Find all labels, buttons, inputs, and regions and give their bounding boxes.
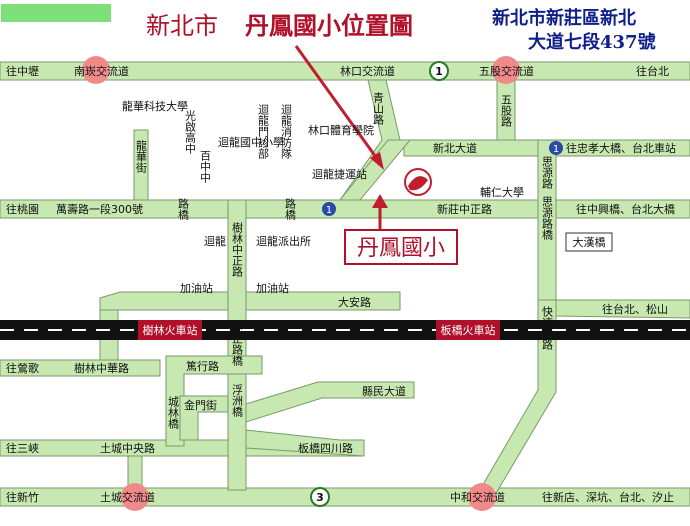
linkou-ic-label: 林口交流道 — [340, 64, 395, 78]
title-black: 新北市 — [146, 12, 218, 40]
shulin-zhongzheng-band — [227, 199, 247, 491]
longhua-uni-label: 龍華科技大學 — [122, 99, 188, 113]
huilong-label: 迴龍 — [204, 234, 226, 248]
address-line2: 大道七段437號 — [528, 31, 656, 53]
banqiao-sichuan-label: 板橋四川路 — [298, 441, 353, 455]
huilong-fire-label: 迴龍消防隊 — [280, 103, 293, 159]
to-taipei-label: 往台北 — [636, 64, 669, 78]
anhe-label: 大安路 — [338, 295, 371, 309]
zhongzheng-bridge-label: 路橋 — [177, 198, 190, 221]
tucheng-ic-label: 土城交流道 — [100, 490, 155, 504]
futu-bridge-label: 浮洲橋 — [231, 384, 244, 418]
to-yingge-label: 往鶯歌 — [6, 361, 39, 375]
tucheng-ic-marker — [121, 483, 149, 511]
to-zhongxiao-label: 往忠孝大橋、台北車站 — [566, 141, 676, 155]
address-line1: 新北市新莊區新北 — [492, 7, 636, 29]
to-taipei-songshan-label: 往台北、松山 — [602, 302, 668, 316]
zhuxing-road-label: 篤行路 — [186, 359, 219, 373]
prov-1-shield — [322, 202, 336, 216]
wanshou-label: 萬壽路一段300號 — [56, 202, 143, 216]
nankan-ic-marker — [82, 56, 110, 84]
kuaisu-road-label: 快速道路 — [541, 306, 554, 351]
rail-bridge-label: 中正路橋 — [231, 322, 244, 367]
xianmin-label: 縣民大道 — [362, 384, 406, 398]
shulin-station-box — [138, 320, 202, 340]
huilong-mrt-label: 迴龍捷運站 — [312, 167, 367, 181]
title-red: 丹鳳國小位置圖 — [245, 11, 413, 40]
siyuan-bridge-label: 思源路橋 — [541, 196, 554, 241]
linkou-stadium-label: 林口體育學院 — [308, 123, 374, 137]
banqiao-sichuan-band — [245, 429, 365, 457]
prov-1b-shield — [549, 141, 563, 155]
freeway-1-label: 1 — [435, 65, 443, 78]
guangrong-hs-label: 光啟高中 — [184, 109, 197, 154]
prov-1b-label: 1 — [553, 144, 559, 155]
shulin-zhonghua-label: 樹林中華路 — [74, 361, 129, 375]
callout-box — [344, 229, 458, 265]
longhua-street-band — [133, 129, 149, 201]
shulin-zhongzheng-label: 樹林中正路 — [231, 222, 244, 278]
dahan-bridge-box — [565, 232, 613, 252]
prov-1-label: 1 — [326, 205, 332, 216]
linkou-ramp-band — [338, 139, 412, 201]
callout-arrow-head — [372, 194, 388, 208]
to-taoyuan-label: 往桃園 — [6, 202, 39, 216]
to-zhongxing-label: 往中興橋、台北大橋 — [576, 202, 675, 216]
zhuxing-road-band — [165, 355, 263, 447]
pointer-arrow-line — [294, 45, 380, 161]
huilong-es-label: 迴龍國中小學 — [218, 135, 284, 149]
gas2-label: 加油站 — [256, 281, 289, 295]
jinmen-street-label: 金門街 — [184, 398, 217, 412]
to-sanxia-label: 往三峽 — [6, 441, 39, 455]
yizhu-es-label: 百中中 — [199, 150, 212, 183]
to-xinzhu-label: 往新竹 — [6, 490, 39, 504]
to-xindian-label: 往新店、深坑、台北、汐止 — [542, 490, 674, 504]
longhua-street-label: 龍華街 — [135, 139, 148, 174]
banqiao-station-label: 板橋火車站 — [441, 323, 496, 337]
freeway-3-band — [0, 487, 690, 507]
huilong-police-label: 迴龍派出所 — [256, 234, 311, 248]
shulin-zhonghua-band — [0, 359, 161, 377]
wugu-ic-label: 五股交流道 — [479, 64, 534, 78]
freeway-3-shield — [310, 487, 330, 507]
wugu-road-label: 五股路 — [500, 94, 513, 128]
to-zhongli-label: 往中壢 — [6, 64, 39, 78]
banqiao-station-box — [436, 320, 500, 340]
pointer-arrow-head — [370, 152, 384, 170]
callout-text: 丹鳳國小 — [357, 236, 445, 261]
freeway-3-label: 3 — [316, 491, 324, 504]
dahan-bridge-label: 大漢橋 — [573, 235, 606, 249]
zhonghe-ic-label: 中和交流道 — [450, 490, 505, 504]
shulin-station-label: 樹林火車站 — [143, 323, 198, 337]
siyuan-road-label: 思源路 — [541, 156, 554, 190]
gas1-label: 加油站 — [180, 281, 213, 295]
xianmin-band — [245, 381, 415, 423]
zhongzheng-bridge2-label: 路橋 — [284, 198, 297, 221]
freeway-1-shield — [429, 61, 449, 81]
nankan-ic-label: 南崁交流道 — [74, 64, 129, 78]
zhonghe-ic-marker — [468, 483, 496, 511]
chenglin-bridge-label: 城林橋 — [167, 396, 180, 430]
qingshan-road-label: 青山路 — [372, 92, 385, 126]
school-logo-icon — [408, 176, 428, 191]
green-tab — [1, 4, 111, 22]
xinzhuang-zhongzheng-label: 新莊中正路 — [437, 202, 492, 216]
fujen-uni-label: 輔仁大學 — [480, 185, 524, 199]
wugu-ic-marker — [492, 56, 520, 84]
jinmen-street-band — [179, 395, 229, 441]
tucheng-zhongyang-label: 土城中央路 — [100, 442, 155, 455]
xinbei-ave-label: 新北大道 — [433, 141, 477, 155]
huilong-clinic-label: 迴龍門診部 — [257, 103, 270, 159]
